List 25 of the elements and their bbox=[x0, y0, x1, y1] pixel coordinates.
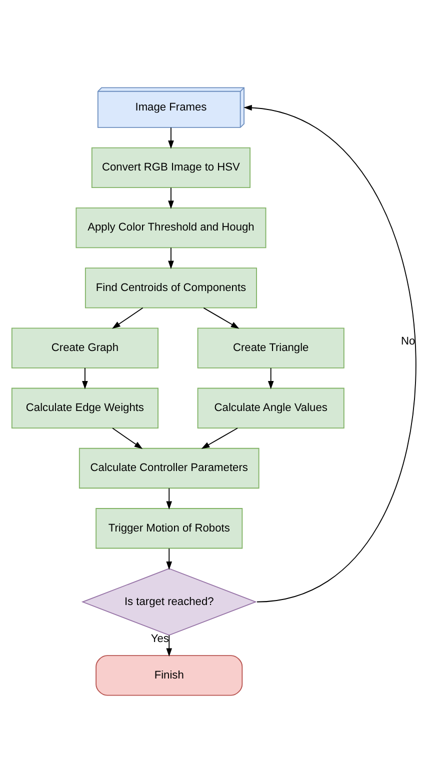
node-box: Trigger Motion of Robots bbox=[96, 508, 243, 548]
node-diamond: Is target reached? bbox=[81, 568, 257, 636]
node-box: Create Graph bbox=[11, 327, 158, 368]
arrow bbox=[112, 427, 143, 449]
arrow bbox=[166, 548, 172, 570]
arrow bbox=[168, 186, 174, 208]
arrow bbox=[268, 367, 274, 389]
arrow bbox=[168, 246, 174, 269]
arrow bbox=[203, 306, 240, 328]
node-box: Find Centroids of Components bbox=[84, 267, 257, 308]
arrow bbox=[166, 487, 172, 510]
arrow bbox=[166, 634, 172, 656]
node-box: Calculate Edge Weights bbox=[11, 387, 158, 428]
node-box: Convert RGB Image to HSV bbox=[91, 146, 250, 188]
node-box: Calculate Angle Values bbox=[197, 387, 344, 428]
arrow bbox=[82, 367, 88, 389]
node-box: Apply Color Threshold and Hough bbox=[76, 206, 266, 248]
arrow bbox=[168, 126, 174, 148]
arrow bbox=[112, 306, 144, 328]
arrow bbox=[244, 104, 416, 602]
node-box: Finish bbox=[96, 654, 243, 696]
arrow bbox=[201, 427, 238, 448]
node-box: Create Triangle bbox=[197, 327, 344, 368]
node-box: Calculate Controller Parameters bbox=[78, 447, 260, 488]
edge-label: No bbox=[401, 335, 416, 348]
